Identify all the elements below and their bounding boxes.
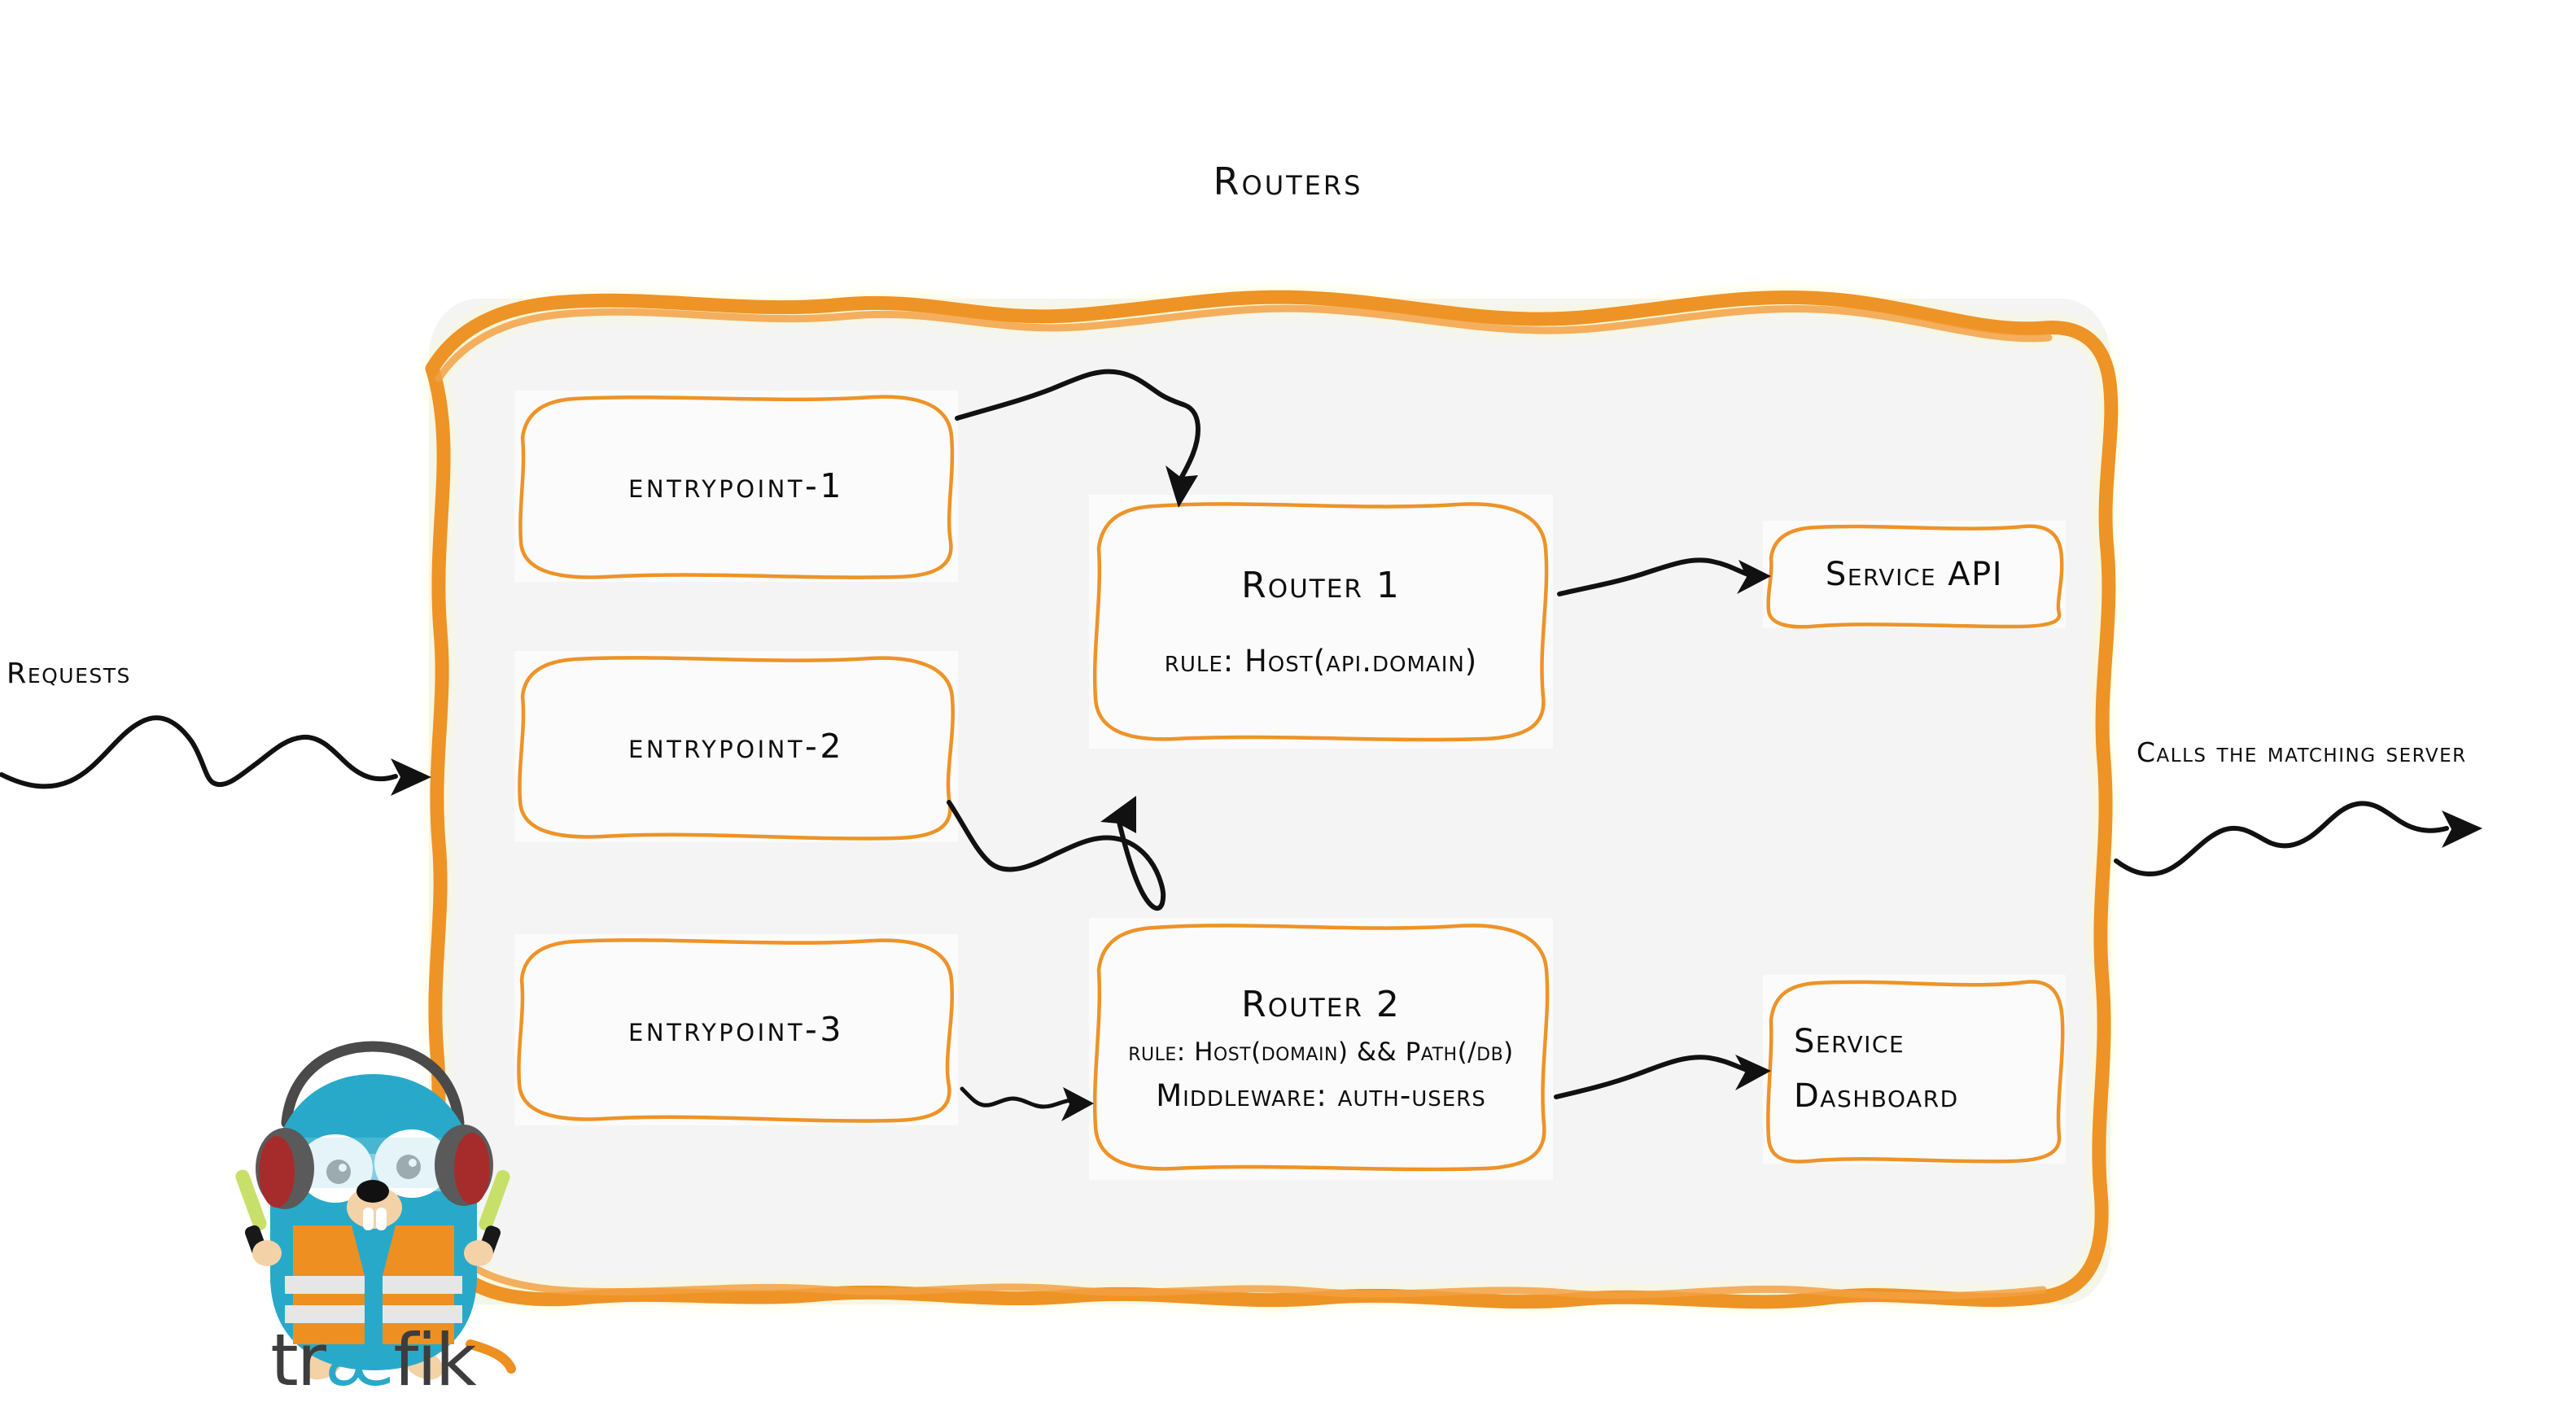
- entrypoint-3-node[interactable]: entrypoint-3: [514, 934, 958, 1125]
- entrypoint-2-node[interactable]: entrypoint-2: [514, 651, 958, 842]
- entrypoint-2-label: entrypoint-2: [628, 726, 844, 766]
- service-dashboard-node[interactable]: Service Dashboard: [1763, 975, 2066, 1164]
- router-1-node[interactable]: Router 1 rule: Host(api.domain): [1089, 495, 1553, 749]
- service-api-label: Service API: [1825, 555, 2004, 593]
- node-label-wrap: entrypoint-3: [514, 934, 958, 1125]
- node-label-wrap: Router 1 rule: Host(api.domain): [1089, 495, 1553, 749]
- service-dashboard-label-line-2: Dashboard: [1794, 1077, 1959, 1115]
- entrypoint-3-label: entrypoint-3: [628, 1009, 844, 1049]
- router-1-title: Router 1: [1241, 564, 1401, 606]
- egress-arrow-icon: [2114, 801, 2482, 877]
- router-2-middleware: Middleware: auth-users: [1156, 1078, 1486, 1114]
- node-label-wrap: Service API: [1763, 521, 2066, 628]
- ingress-arrow-icon: [0, 715, 431, 796]
- page-title: Routers: [1213, 159, 1363, 203]
- node-label-wrap: Router 2 rule: Host(domain) && Path(/db)…: [1089, 918, 1553, 1180]
- router-2-rule: rule: Host(domain) && Path(/db): [1128, 1037, 1514, 1067]
- traefik-logo: træfik: [234, 1032, 516, 1408]
- router-2-node[interactable]: Router 2 rule: Host(domain) && Path(/db)…: [1089, 918, 1553, 1180]
- service-dashboard-label-line-1: Service: [1794, 1023, 1905, 1061]
- router-1-rule: rule: Host(api.domain): [1164, 643, 1478, 679]
- node-label-wrap: entrypoint-2: [514, 651, 958, 842]
- calls-the-matching-server-label: Calls the matching server: [2136, 736, 2467, 768]
- entrypoint-1-node[interactable]: entrypoint-1: [514, 391, 958, 582]
- router-2-title: Router 2: [1241, 984, 1401, 1026]
- node-label-wrap: Service Dashboard: [1763, 975, 2066, 1164]
- node-label-wrap: entrypoint-1: [514, 391, 958, 582]
- traefik-gopher-mascot-icon: [235, 1041, 516, 1380]
- wordmark-ligature: æ: [324, 1318, 395, 1402]
- wordmark-suffix: fik: [393, 1318, 476, 1402]
- wordmark-prefix: tr: [270, 1318, 326, 1402]
- traefik-wordmark: træfik: [226, 1318, 519, 1402]
- entrypoint-1-label: entrypoint-1: [628, 465, 844, 505]
- requests-label: Requests: [7, 657, 131, 690]
- service-api-node[interactable]: Service API: [1763, 521, 2066, 629]
